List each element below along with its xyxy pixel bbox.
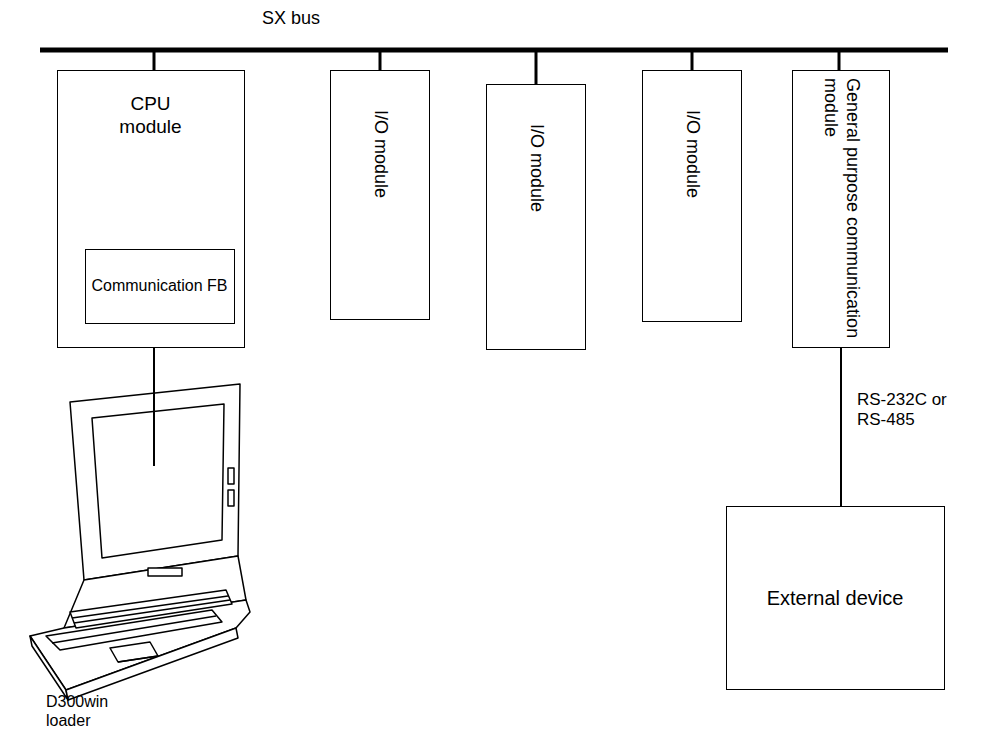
node-label: External device (735, 586, 935, 610)
serial-line (841, 348, 842, 506)
bus-label: SX bus (262, 8, 320, 30)
node-label: I/O module (681, 110, 703, 282)
io-module-box: I/O module (330, 70, 430, 320)
comm-module-box: General purpose communication module (792, 70, 890, 348)
edge-label: RS-232C or RS-485 (857, 390, 957, 431)
node-label: I/O module (525, 124, 547, 310)
bus-stub (838, 50, 841, 70)
io-module-box: I/O module (486, 84, 586, 350)
bus-stub (691, 50, 694, 70)
loader-cable (153, 348, 155, 466)
node-label: I/O module (369, 110, 391, 280)
node-label: General purpose communication module (819, 78, 862, 340)
bus-stub (535, 50, 538, 84)
laptop-illustration (30, 384, 250, 700)
cpu-module-box: CPU moduleCommunication FB (57, 70, 245, 348)
bus-stub (153, 50, 156, 70)
bus-line (40, 48, 948, 53)
bus-stub (379, 50, 382, 70)
io-module-box: I/O module (642, 70, 742, 322)
external-device-box: External device (726, 506, 945, 690)
node-label: CPU module (101, 93, 201, 139)
comm-fb-box: Communication FB (85, 249, 235, 324)
loader-label: D300win loader (46, 692, 126, 730)
node-label: Communication FB (90, 276, 230, 295)
